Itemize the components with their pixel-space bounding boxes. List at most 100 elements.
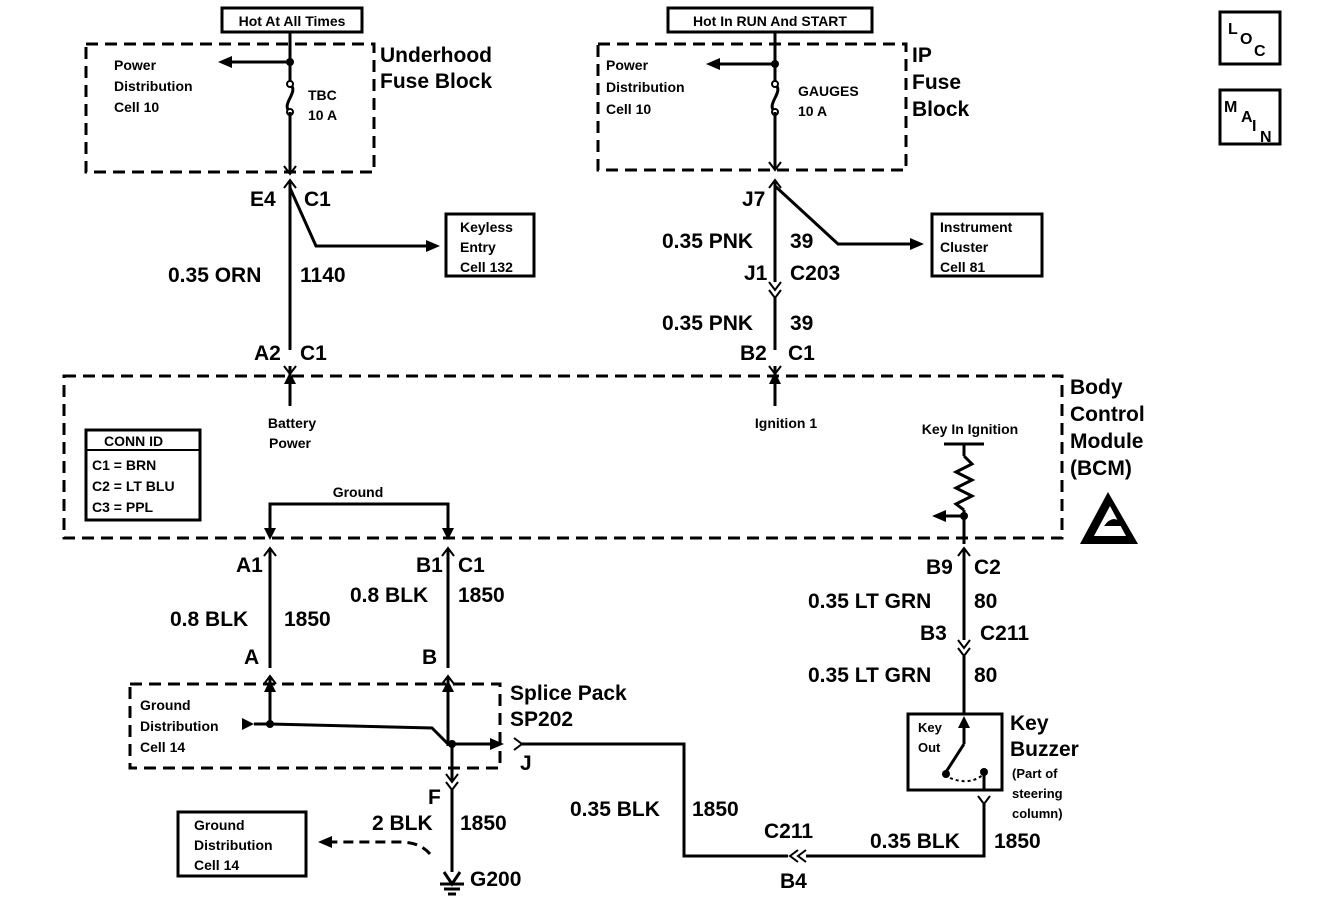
conn-id-c2: C2 = LT BLU: [92, 478, 175, 494]
fuse-gauges: [706, 32, 782, 172]
buzzer-note-1: (Part of: [1012, 766, 1058, 781]
fuse-tbc: [218, 32, 297, 176]
circuit-39: [768, 178, 924, 406]
svg-text:I: I: [1252, 118, 1256, 135]
pin-a1: A1: [236, 554, 263, 577]
pnk-color-1: 0.35 PNK: [662, 230, 753, 253]
pin-a: A: [244, 646, 259, 669]
ground-g200-label: G200: [470, 868, 521, 891]
splice-title-1: Splice Pack: [510, 682, 627, 705]
pin-j1: J1: [744, 262, 768, 285]
pd2-line3: Cell 10: [606, 101, 651, 117]
pd1-line3: Cell 10: [114, 99, 159, 115]
conn-c1-b1: C1: [458, 554, 485, 577]
svg-text:O: O: [1240, 31, 1252, 48]
cluster-line3: Cell 81: [940, 259, 985, 275]
pnk-color-2: 0.35 PNK: [662, 312, 753, 335]
keyless-entry-ref[interactable]: [444, 212, 536, 278]
conn-id-table: [84, 428, 202, 522]
pin-j: J: [520, 752, 532, 775]
key-buzzer-box: [906, 712, 1004, 792]
pin-b: B: [422, 646, 437, 669]
pin-b3: B3: [920, 622, 947, 645]
conn-c1-top: C1: [304, 188, 331, 211]
blk08-a-circuit: 1850: [284, 608, 331, 631]
blk035-color-1: 0.35 BLK: [570, 798, 660, 821]
ground-distribution-ref[interactable]: [176, 810, 308, 878]
blk2-circuit: 1850: [460, 812, 507, 835]
ignition-label: Ignition 1: [755, 415, 817, 431]
grn-color-1: 0.35 LT GRN: [808, 590, 931, 613]
blk035-circuit-1: 1850: [692, 798, 739, 821]
conn-c203: C203: [790, 262, 840, 285]
cluster-line2: Cluster: [940, 239, 989, 255]
pin-b4: B4: [780, 870, 807, 893]
ground-wire-a: [263, 546, 277, 726]
main-button[interactable]: M A I N: [1218, 88, 1282, 146]
orn-color: 0.35 ORN: [168, 264, 261, 287]
gd-box-line2: Distribution: [194, 837, 273, 853]
grn-color-2: 0.35 LT GRN: [808, 664, 931, 687]
underhood-fuse-block: [84, 42, 376, 174]
pd1-line1: Power: [114, 57, 157, 73]
circuit-1850-buzzer: [522, 742, 991, 863]
bcm-title-1: Body: [1070, 376, 1123, 399]
bcm-ground-label: Ground: [333, 484, 384, 500]
svg-text:L: L: [1228, 21, 1238, 38]
hot-always-label: Hot At All Times: [239, 13, 346, 29]
ground-wire-b: [441, 546, 455, 746]
pin-j7: J7: [742, 188, 765, 211]
buzzer-title-2: Buzzer: [1010, 738, 1079, 761]
splice-gd-1: Ground: [140, 697, 191, 713]
fuse1-name: TBC: [308, 87, 337, 103]
pnk-circuit-1: 39: [790, 230, 813, 253]
blk08-a-color: 0.8 BLK: [170, 608, 248, 631]
bcm-ground-bus: [264, 502, 454, 540]
blk035-color-2: 0.35 BLK: [870, 830, 960, 853]
buzzer-note-2: steering: [1012, 786, 1063, 801]
ip-title-1: IP: [912, 44, 932, 67]
key-in-ignition-label: Key In Ignition: [922, 421, 1018, 437]
buzzer-title-1: Key: [1010, 712, 1049, 735]
instrument-cluster-ref[interactable]: [930, 212, 1044, 278]
blk035-circuit-2: 1850: [994, 830, 1041, 853]
ip-title-2: Fuse: [912, 71, 961, 94]
underhood-title-2: Fuse Block: [380, 70, 492, 93]
esd-warning-icon: [1080, 492, 1138, 544]
circuit-80: [957, 546, 971, 714]
svg-text:M: M: [1224, 99, 1237, 116]
battery-label-2: Power: [269, 435, 312, 451]
pin-b2: B2: [740, 342, 767, 365]
pnk-circuit-2: 39: [790, 312, 813, 335]
conn-c1-b2: C1: [788, 342, 815, 365]
splice-title-2: SP202: [510, 708, 573, 731]
conn-c211-b: C211: [764, 820, 813, 843]
grn-circuit-1: 80: [974, 590, 997, 613]
splice-gd-3: Cell 14: [140, 739, 185, 755]
pin-b9: B9: [926, 556, 953, 579]
bcm-box: [62, 374, 1064, 540]
bcm-title-2: Control: [1070, 403, 1145, 426]
conn-c2: C2: [974, 556, 1001, 579]
circuit-1140: [283, 178, 440, 406]
svg-text:A: A: [1241, 109, 1253, 126]
svg-text:N: N: [1260, 129, 1272, 146]
loc-button[interactable]: L O C: [1218, 10, 1282, 66]
hot-run-start-box: [666, 6, 874, 34]
pd1-line2: Distribution: [114, 78, 193, 94]
key-in-ignition-switch: [932, 442, 984, 544]
pin-e4: E4: [250, 188, 276, 211]
splice-gd-2: Distribution: [140, 718, 219, 734]
key-buzzer-switch: [942, 716, 988, 790]
pin-a2: A2: [254, 342, 281, 365]
conn-c1-a2: C1: [300, 342, 327, 365]
conn-id-c1: C1 = BRN: [92, 457, 156, 473]
ground-g200-icon: [440, 871, 464, 896]
ip-fuse-block: [596, 42, 908, 172]
orn-circuit: 1140: [300, 264, 346, 287]
conn-c211: C211: [980, 622, 1029, 645]
gd-box-line1: Ground: [194, 817, 245, 833]
hot-always-box: [220, 6, 364, 34]
key-out-1: Key: [918, 720, 943, 735]
